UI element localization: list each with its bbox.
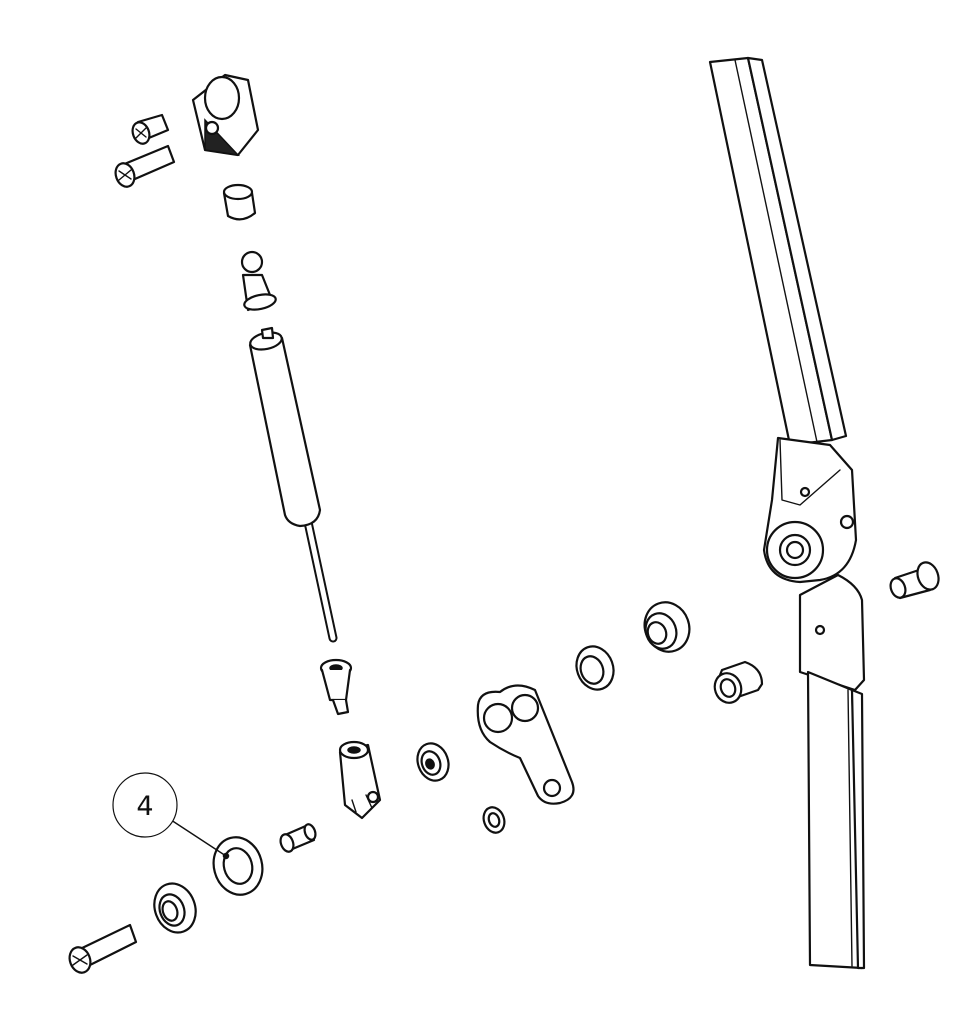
screw-upper-left-long (114, 144, 176, 188)
bearing (416, 742, 450, 782)
hinge-joint (762, 436, 858, 584)
screw-bottom-left-long (68, 923, 138, 974)
shoulder-bolt (319, 658, 353, 716)
pin-right (889, 561, 940, 600)
screw-upper-left-short (131, 113, 170, 145)
sleeve (222, 183, 257, 221)
callout-4-label: 4 (136, 791, 153, 822)
gas-spring (248, 326, 338, 643)
link-plate (476, 684, 575, 805)
upper-frame-tube (708, 56, 848, 447)
lower-frame-tube (798, 573, 866, 970)
mount-block (191, 73, 260, 157)
threaded-nut (713, 660, 764, 704)
washer-item-4 (212, 836, 264, 896)
bushing-bottom-left (153, 882, 197, 934)
clevis-pin (279, 823, 317, 853)
callout-4: 4 (112, 772, 227, 857)
small-washer (482, 806, 506, 834)
bushing-medium (575, 645, 615, 691)
clevis (338, 740, 382, 820)
ball-stud (240, 250, 277, 312)
callout-4-circle (112, 772, 178, 838)
bushing-large (643, 601, 691, 653)
